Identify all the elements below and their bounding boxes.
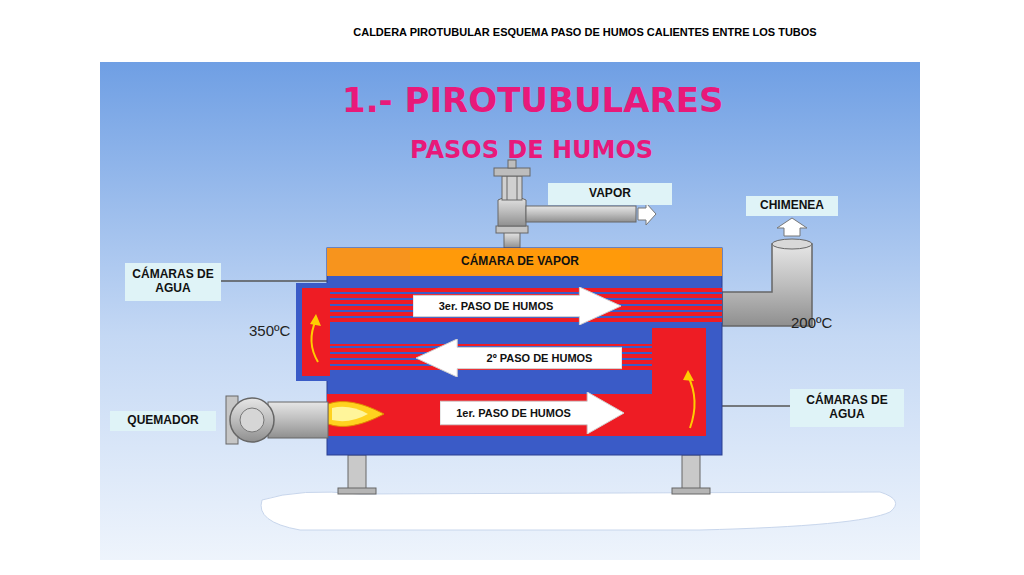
flow-arrow-shape: 1er. PASO DE HUMOS	[440, 392, 624, 434]
steam-arrow	[638, 203, 656, 225]
steam-valve	[502, 176, 522, 200]
arrow-outline	[416, 339, 622, 377]
flow-arrow	[688, 376, 695, 428]
burner	[226, 396, 328, 444]
node-text: QUEMADOR	[127, 414, 198, 428]
flow-arrow	[311, 320, 318, 362]
arrow-outline	[413, 287, 621, 325]
chimney-pipe	[722, 218, 812, 326]
leader-line	[218, 280, 327, 282]
node-text: 1er. PASO DE HUMOS	[456, 407, 571, 420]
burner	[268, 402, 328, 438]
background-panel	[100, 62, 920, 560]
main-heading: 1.- PIROTUBULARES	[342, 80, 723, 120]
page-title: CALDERA PIROTUBULAR ESQUEMA PASO DE HUMO…	[0, 26, 1024, 38]
third-pass-tubes	[330, 287, 722, 323]
flame	[328, 402, 384, 427]
label-box: VAPOR	[548, 183, 672, 205]
node-text: CHIMENEA	[760, 199, 824, 213]
steam-chamber-band: CÁMARA DE VAPOR	[410, 250, 630, 274]
rear-chamber-shell	[296, 283, 330, 381]
label-box: QUEMADOR	[110, 411, 216, 431]
steam-chamber	[327, 248, 722, 276]
steam-valve	[526, 206, 636, 222]
chimney-pipe	[722, 244, 812, 326]
rear-smoke-chamber	[302, 288, 330, 376]
steam-valve	[496, 226, 528, 233]
node-text: CÁMARAS DE AGUA	[125, 268, 221, 296]
flame-core	[332, 407, 368, 421]
furnace	[327, 394, 706, 436]
sub-heading: PASOS DE HUMOS	[410, 136, 653, 164]
label-box: CÁMARAS DE AGUA	[125, 263, 221, 301]
ground	[261, 492, 896, 530]
node-text: 3er. PASO DE HUMOS	[439, 300, 554, 313]
boiler-legs	[348, 455, 366, 489]
burner	[240, 408, 264, 432]
flow-arrow-shape: 3er. PASO DE HUMOS	[413, 287, 621, 325]
flow-arrow-shape: 2º PASO DE HUMOS	[416, 339, 622, 377]
steam-valve	[517, 176, 518, 200]
node-text: CÁMARAS DE AGUA	[790, 394, 904, 422]
steam-valve	[504, 232, 520, 248]
boiler-legs	[338, 455, 710, 494]
arrow-outline	[440, 392, 624, 434]
label-box: CÁMARAS DE AGUA	[790, 389, 904, 427]
steam-valve	[494, 168, 530, 176]
temperature-label: 200ºC	[791, 314, 832, 331]
up-arrow	[777, 218, 807, 236]
label-box: CHIMENEA	[746, 196, 838, 216]
boiler-shell	[327, 248, 722, 455]
temperature-label: 350ºC	[249, 322, 290, 339]
node-text: VAPOR	[589, 187, 631, 201]
boiler-legs	[682, 455, 700, 489]
burner	[230, 398, 274, 442]
steam-valve	[507, 176, 508, 200]
boiler-legs	[338, 488, 376, 494]
boiler-legs	[672, 488, 710, 494]
flow-arrow	[683, 370, 694, 381]
flow-arrow	[310, 314, 321, 326]
leader-line	[722, 405, 793, 407]
node-text: CÁMARA DE VAPOR	[461, 255, 579, 269]
node-text: 2º PASO DE HUMOS	[487, 352, 593, 365]
chimney-pipe	[772, 239, 812, 249]
